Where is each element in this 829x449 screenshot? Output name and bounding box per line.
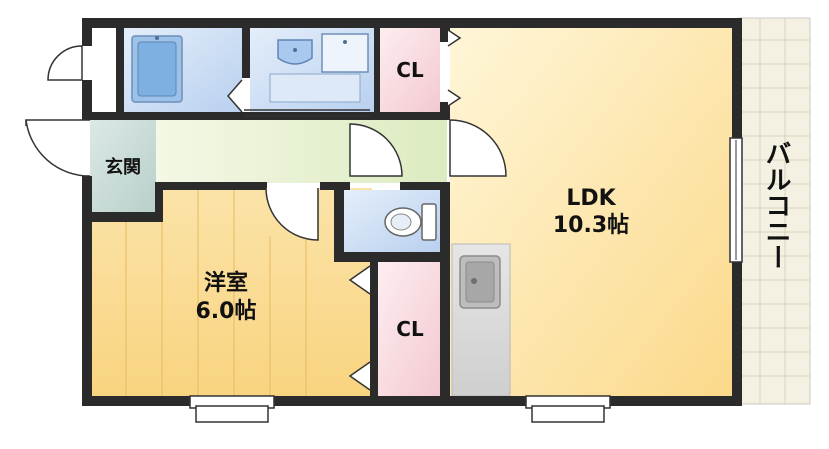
ldk-label: LDK	[566, 186, 616, 211]
balcony-label: バルコニー	[761, 140, 791, 270]
closet-bottom-floor	[378, 262, 440, 397]
toilet-icon	[384, 203, 437, 241]
windows	[189, 137, 743, 423]
closet-top-label: CL	[396, 58, 424, 82]
ldk-size: 10.3帖	[553, 213, 629, 238]
hallway-floor	[155, 120, 447, 183]
western-room-label: 洋室	[204, 270, 248, 296]
sink-icon	[277, 39, 313, 65]
doors	[25, 29, 507, 391]
western-room-size: 6.0帖	[196, 299, 257, 324]
bathtub-icon	[131, 35, 183, 103]
kitchen-sink-icon	[459, 255, 501, 309]
entrance-floor	[90, 120, 156, 213]
shower-icon	[321, 33, 369, 73]
western-room-floor	[90, 188, 372, 397]
closet-top-floor	[378, 28, 440, 112]
flooring-lines	[125, 190, 307, 396]
balcony	[737, 17, 811, 405]
washer-pan-icon	[269, 73, 361, 103]
entrance-label: 玄関	[105, 156, 141, 178]
closet-bottom-label: CL	[396, 317, 424, 341]
